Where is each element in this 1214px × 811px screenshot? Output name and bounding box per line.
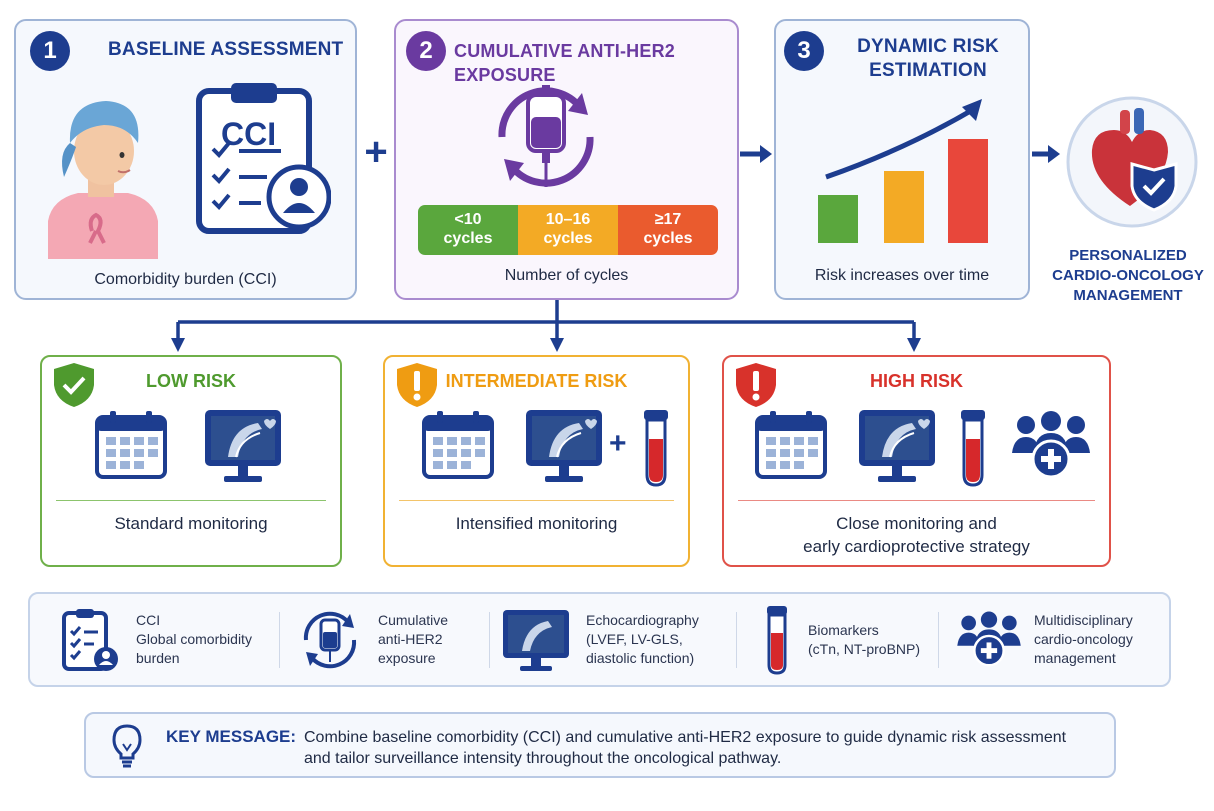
- legend-divider: [736, 612, 737, 668]
- warning-shield-icon: [397, 363, 437, 407]
- step-1-title: BASELINE ASSESSMENT: [108, 39, 344, 60]
- lightbulb-icon: [112, 724, 142, 768]
- calendar-icon: [755, 411, 827, 479]
- patient-illustration: [48, 101, 158, 259]
- low-risk-panel: LOW RISK Standard monitoring: [40, 355, 342, 567]
- care-team-icon: [1012, 411, 1090, 479]
- echocardiography-monitor-icon: [205, 410, 281, 482]
- intermediate-risk-panel: INTERMEDIATE RISK + Intensified monitori…: [383, 355, 690, 567]
- branch-connector: [171, 300, 921, 352]
- care-team-icon: [957, 611, 1021, 666]
- rising-risk-chart-icon: [818, 99, 988, 243]
- high-risk-panel: HIGH RISK Close monitoring and early car…: [722, 355, 1111, 567]
- heart-shield-icon: [1066, 96, 1198, 228]
- clipboard-icon: [196, 83, 331, 234]
- step-number-3: 3: [784, 31, 824, 71]
- low-risk-title: LOW RISK: [146, 371, 236, 391]
- key-message-box: KEY MESSAGE: Combine baseline comorbidit…: [84, 712, 1116, 778]
- high-risk-title: HIGH RISK: [869, 371, 963, 391]
- plus-operator: +: [364, 130, 388, 174]
- low-risk-caption: Standard monitoring: [114, 514, 268, 533]
- legend-text-echo: Echocardiography(LVEF, LV-GLS,diastolic …: [586, 612, 699, 666]
- step-3-caption: Risk increases over time: [814, 267, 990, 284]
- legend-divider: [279, 612, 280, 668]
- blood-tube-icon: [767, 605, 787, 675]
- iv-bag-cycle-icon: [303, 611, 357, 668]
- low-risk-divider: [56, 500, 326, 501]
- legend-divider: [489, 612, 490, 668]
- blood-tube-icon: [644, 410, 668, 487]
- legend-item-biomarkers: Biomarkers(cTn, NT-proBNP): [766, 594, 920, 685]
- high-risk-caption: Close monitoring and early cardioprotect…: [803, 514, 1030, 556]
- step-1-caption: Comorbidity burden (CCI): [94, 271, 277, 288]
- echocardiography-monitor-icon: [526, 410, 602, 482]
- legend-item-echo: Echocardiography(LVEF, LV-GLS,diastolic …: [500, 594, 699, 685]
- dynamic-risk-panel: 3 DYNAMIC RISK ESTIMATION Risk increases…: [774, 19, 1030, 300]
- step-2-title: CUMULATIVE ANTI-HER2 EXPOSURE: [454, 41, 675, 85]
- key-message-label: KEY MESSAGE:: [166, 727, 297, 746]
- step-3-title: DYNAMIC RISK ESTIMATION: [857, 36, 999, 81]
- calendar-icon: [95, 411, 167, 479]
- intermediate-risk-caption: Intensified monitoring: [455, 514, 618, 533]
- iv-bag-cycle-icon: [498, 85, 594, 187]
- high-risk-divider: [738, 500, 1095, 501]
- plus-operator: +: [609, 427, 627, 460]
- clipboard-icon: [62, 608, 118, 671]
- blood-tube-icon: [961, 410, 985, 487]
- legend-divider: [938, 612, 939, 668]
- step-number-1: 1: [30, 31, 70, 71]
- key-message-text: Combine baseline comorbidity (CCI) and c…: [304, 729, 1067, 767]
- intermediate-risk-divider: [399, 500, 674, 501]
- arrow-right-icon: [740, 145, 772, 163]
- intermediate-risk-title: INTERMEDIATE RISK: [445, 371, 628, 391]
- echocardiography-monitor-icon: [859, 410, 935, 482]
- arrow-right-icon: [1032, 145, 1060, 163]
- step-number-2: 2: [406, 31, 446, 71]
- clipboard-label: CCI: [221, 116, 277, 152]
- baseline-assessment-panel: 1 BASELINE ASSESSMENT CCI Comorbidity bu…: [14, 19, 357, 300]
- legend-text-biomarkers: Biomarkers(cTn, NT-proBNP): [808, 621, 921, 657]
- warning-shield-icon: [736, 363, 776, 407]
- step-2-caption: Number of cycles: [504, 267, 629, 284]
- calendar-icon: [422, 411, 494, 479]
- check-shield-icon: [54, 363, 94, 407]
- echocardiography-monitor-icon: [503, 609, 569, 671]
- outcome-label: PERSONALIZED CARDIO-ONCOLOGY MANAGEMENT: [1052, 247, 1204, 304]
